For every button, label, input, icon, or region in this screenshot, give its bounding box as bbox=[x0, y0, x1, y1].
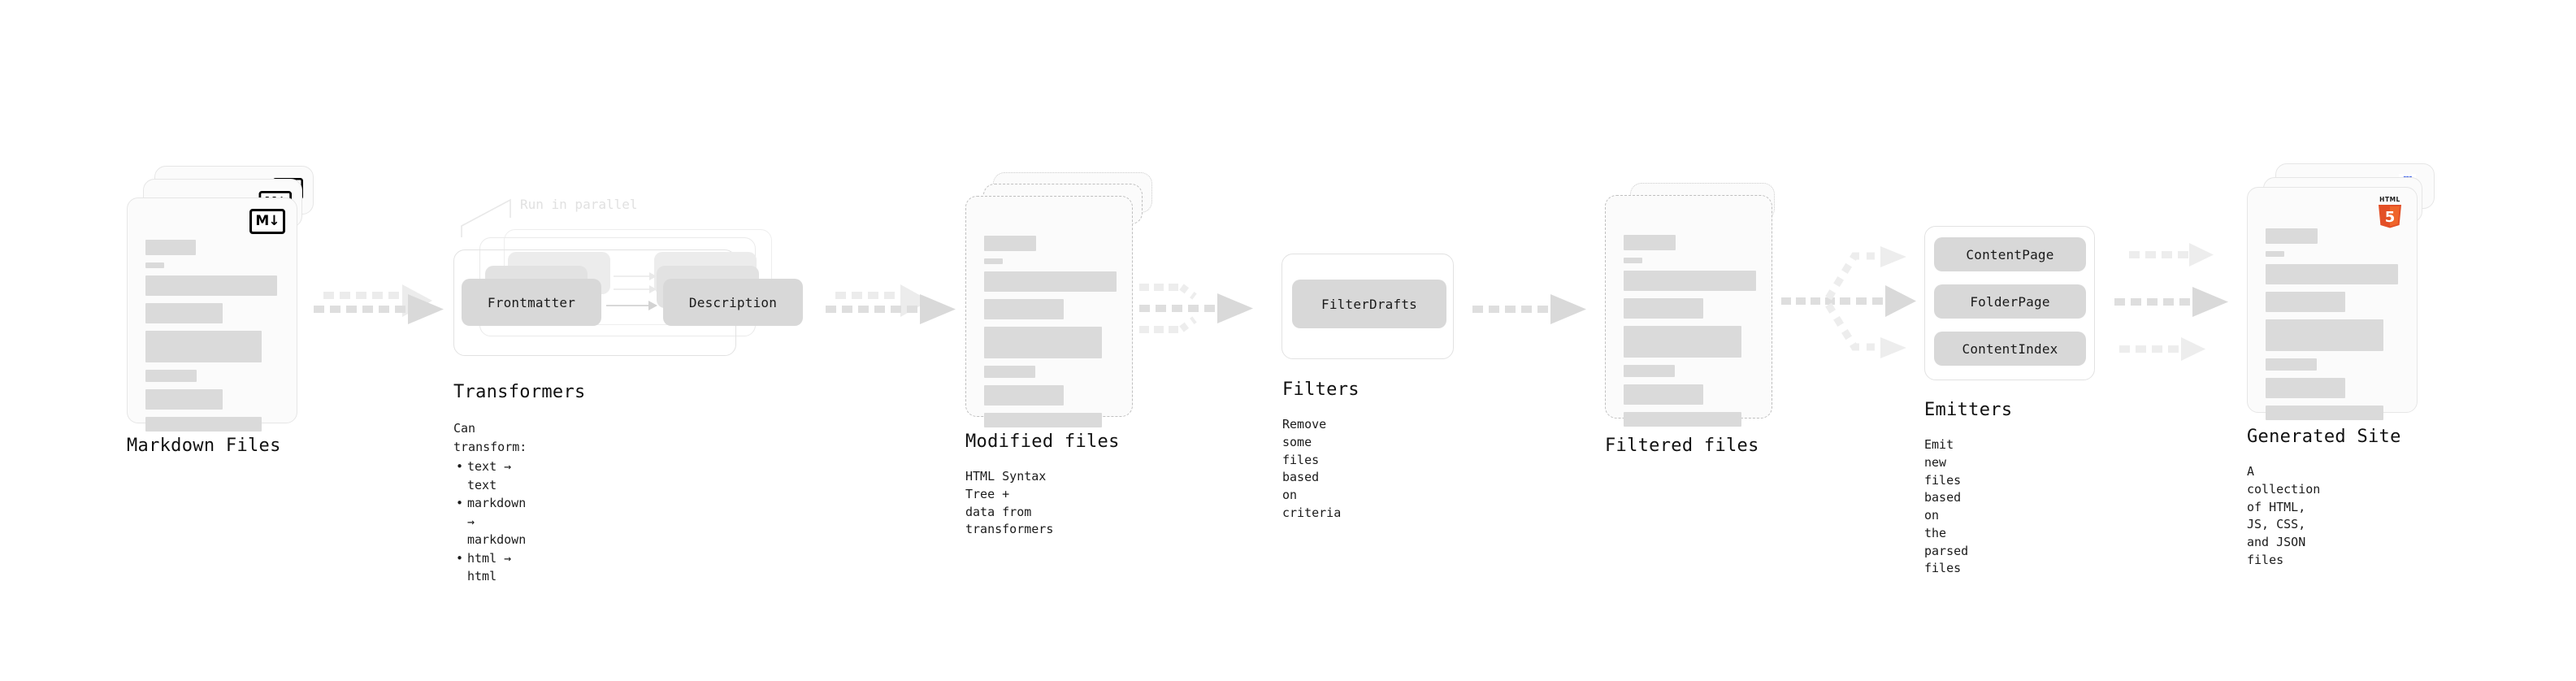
generated-site-description: A collection of HTML, JS, CSS, and JSON … bbox=[2247, 464, 2321, 567]
filters-chip-filterdrafts[interactable]: FilterDrafts bbox=[1292, 280, 1446, 328]
page-title-emitters: Emitters bbox=[1924, 400, 2013, 420]
page-title-filters: Filters bbox=[1282, 380, 1360, 400]
page-title-modified-files: Modified files bbox=[965, 432, 1120, 452]
content-bar bbox=[984, 299, 1064, 319]
content-bar bbox=[984, 258, 1003, 264]
arrow-modified-files-to-filters bbox=[1139, 284, 1253, 333]
content-bar bbox=[145, 240, 196, 255]
arrow-filters-to-filtered-files bbox=[1472, 294, 1586, 324]
arrow-emitters-to-generated-site bbox=[2114, 243, 2228, 361]
filters-box bbox=[1281, 254, 1454, 359]
svg-text:HTML: HTML bbox=[2379, 196, 2400, 203]
content-bar bbox=[2266, 292, 2345, 312]
emitters-chip-contentindex[interactable]: ContentIndex bbox=[1934, 332, 2086, 366]
markdown-card-content bbox=[128, 198, 297, 432]
chip-label: FilterDrafts bbox=[1321, 296, 1417, 312]
html5-icon: HTML 5 bbox=[2379, 196, 2401, 228]
list-item: html → html bbox=[456, 549, 527, 586]
generated-card-content bbox=[2248, 188, 2417, 420]
generated-card-html: HTML 5 bbox=[2247, 187, 2418, 420]
emitters-chip-contentpage[interactable]: ContentPage bbox=[1934, 237, 2086, 271]
run-in-parallel-leader-line bbox=[461, 198, 511, 237]
bullets-lead: Can transform: bbox=[453, 421, 527, 454]
run-in-parallel-note: Run in parallel bbox=[520, 197, 638, 212]
content-bar bbox=[1624, 258, 1642, 263]
content-bar bbox=[145, 262, 164, 268]
chip-label: Frontmatter bbox=[487, 294, 576, 310]
content-bar bbox=[2266, 264, 2398, 284]
chip-label: Description bbox=[688, 294, 778, 310]
transformer-chip-frontmatter[interactable]: Frontmatter bbox=[462, 279, 601, 326]
arrow-markdown-to-transformers bbox=[314, 284, 444, 324]
content-bar bbox=[984, 271, 1117, 292]
content-bar bbox=[145, 331, 262, 362]
content-bar bbox=[2266, 251, 2284, 257]
markdown-icon: M↓ bbox=[249, 209, 285, 234]
page-title-transformers: Transformers bbox=[453, 382, 586, 402]
transformer-ghost-arrows bbox=[614, 272, 657, 293]
content-bar bbox=[984, 366, 1035, 378]
content-bar bbox=[145, 389, 223, 410]
content-bar bbox=[1624, 384, 1703, 405]
content-bar bbox=[145, 417, 262, 432]
content-bar bbox=[2266, 228, 2318, 244]
content-bar bbox=[1624, 365, 1675, 377]
page-title-filtered-files: Filtered files bbox=[1605, 436, 1759, 456]
content-bar bbox=[2266, 378, 2345, 398]
content-bar bbox=[984, 413, 1102, 427]
content-bar bbox=[2266, 406, 2383, 420]
markdown-card-front: M↓ bbox=[127, 197, 297, 432]
arrow-filtered-files-to-emitters bbox=[1781, 246, 1916, 358]
page-title-generated-site: Generated Site bbox=[2247, 427, 2401, 447]
chip-label: FolderPage bbox=[1970, 293, 2050, 310]
content-bar bbox=[984, 236, 1036, 251]
list-item: text → text bbox=[456, 458, 527, 494]
page-title-markdown-files: Markdown Files bbox=[127, 436, 281, 456]
list-item: markdown → markdown bbox=[456, 494, 527, 549]
emitters-chip-folderpage[interactable]: FolderPage bbox=[1934, 284, 2086, 319]
content-bar bbox=[1624, 298, 1703, 319]
filters-description: Remove some files based on criteria bbox=[1282, 417, 1342, 520]
emitters-box bbox=[1924, 226, 2095, 380]
modified-card-content bbox=[966, 197, 1132, 427]
content-bar bbox=[1624, 235, 1676, 250]
content-bar bbox=[1624, 271, 1756, 291]
arrow-transformers-to-modified-files bbox=[826, 284, 956, 324]
filtered-card-content bbox=[1606, 196, 1772, 427]
modified-files-description: HTML Syntax Tree + data from transformer… bbox=[965, 469, 1054, 537]
chip-label: ContentIndex bbox=[1962, 340, 2058, 357]
filtered-card-front bbox=[1605, 195, 1772, 427]
emitters-description: Emit new files based on the parsed files bbox=[1924, 437, 1969, 576]
transformers-bullet-list: Can transform: text → text markdown → ma… bbox=[453, 419, 527, 586]
svg-text:5: 5 bbox=[2385, 209, 2396, 226]
chip-label: ContentPage bbox=[1966, 246, 2054, 262]
modified-card-front bbox=[965, 196, 1133, 427]
content-bar bbox=[2266, 319, 2383, 351]
content-bar bbox=[145, 275, 277, 296]
content-bar bbox=[2266, 358, 2317, 371]
transformer-chip-description[interactable]: Description bbox=[663, 279, 803, 326]
transformer-arrow-frontmatter-to-description bbox=[606, 301, 657, 310]
content-bar bbox=[1624, 412, 1741, 427]
content-bar bbox=[984, 327, 1102, 358]
content-bar bbox=[1624, 326, 1741, 358]
content-bar bbox=[145, 303, 223, 323]
content-bar bbox=[984, 385, 1064, 406]
content-bar bbox=[145, 370, 197, 382]
